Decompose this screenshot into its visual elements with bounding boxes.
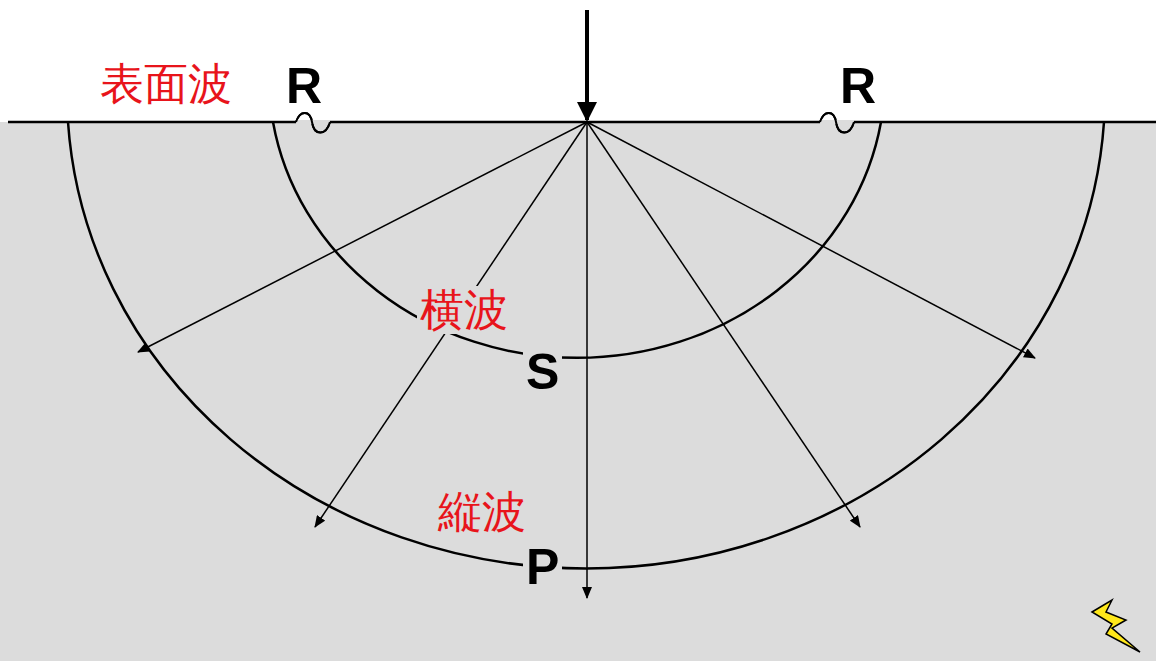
impact-arrow	[585, 10, 589, 120]
wave-letter: P	[523, 540, 562, 594]
wave-type-label: 表面波	[97, 60, 235, 108]
wave-letter: S	[523, 345, 562, 399]
ground	[0, 122, 1156, 661]
wave-type-label: 縦波	[435, 488, 529, 536]
s-wavefront	[273, 122, 881, 358]
wave-type-label: 横波	[417, 286, 511, 334]
wave-letter: R	[283, 59, 325, 113]
surface-wave-ripples	[296, 113, 854, 133]
lightning-icon	[1092, 600, 1140, 652]
surface-line	[8, 121, 1156, 124]
p-wavefront	[68, 122, 1104, 568]
surface-wave-ripples-redraw	[296, 113, 854, 133]
rays	[138, 122, 1035, 598]
wave-letter: R	[837, 59, 879, 113]
